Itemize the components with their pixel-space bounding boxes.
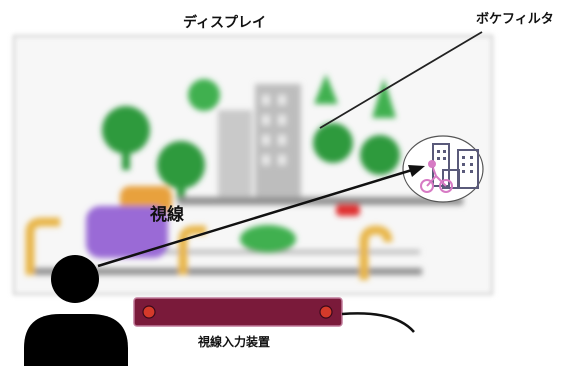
display-label: ディスプレイ: [183, 15, 267, 31]
gaze-arrow: [97, 165, 425, 268]
tracker-cable: [341, 312, 415, 333]
eye-tracker-device: [133, 297, 415, 333]
blurred-scene: [25, 74, 463, 280]
bokeh-filter-pointer: [319, 31, 483, 129]
cyclist-icon: [420, 160, 453, 193]
bokeh-filter-label: ボケフィルタ: [476, 12, 554, 27]
user-silhouette-icon: [24, 255, 128, 366]
building-window-dots: [437, 150, 473, 173]
eye-tracker-label: 視線入力装置: [198, 335, 271, 349]
gaze-label: 視線: [150, 205, 184, 225]
focus-region: [402, 135, 484, 203]
